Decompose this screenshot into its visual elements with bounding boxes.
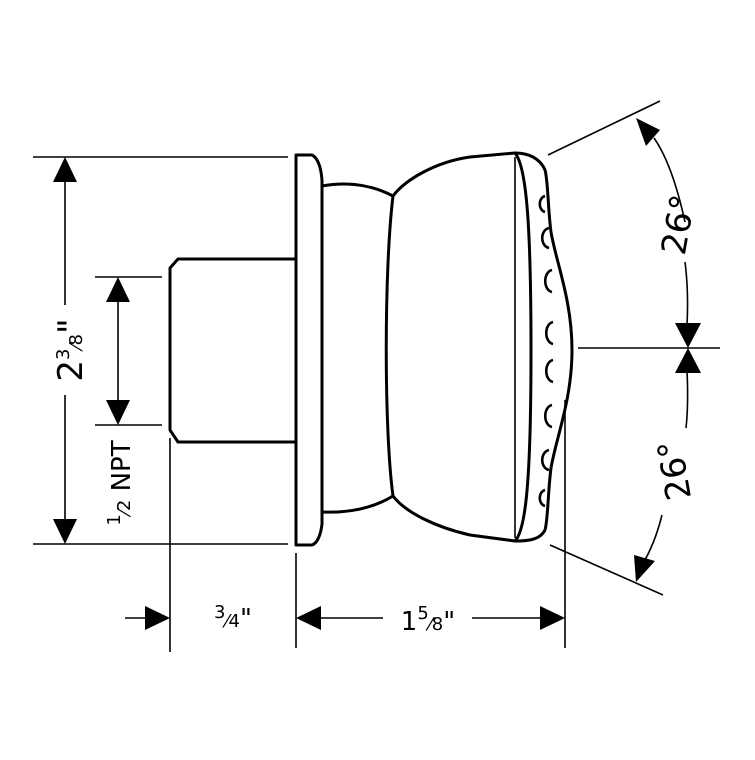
arrow-down-icon bbox=[53, 519, 77, 544]
arrow-down-icon bbox=[634, 555, 655, 582]
arrow-right-icon bbox=[540, 606, 565, 630]
arc-down bbox=[685, 370, 689, 429]
arrow-up-icon bbox=[675, 323, 701, 348]
tilt-limit-up bbox=[547, 100, 661, 156]
spray-head-bell bbox=[391, 151, 533, 543]
dim-overall-height: 23⁄8" bbox=[33, 156, 288, 545]
dim-thread-size: 1⁄2 NPT bbox=[95, 276, 162, 526]
arrow-left-icon bbox=[296, 606, 321, 630]
dim-head-depth: 15⁄8" bbox=[296, 400, 566, 648]
thread-size-label: 1⁄2 NPT bbox=[104, 440, 137, 525]
arrow-up-icon bbox=[53, 157, 77, 182]
overall-height-label: 23⁄8" bbox=[51, 318, 91, 381]
swivel-neck bbox=[320, 182, 395, 514]
arrow-right-icon bbox=[145, 606, 170, 630]
body-spray-outline bbox=[168, 151, 574, 547]
threaded-inlet bbox=[168, 257, 298, 444]
arrow-down-icon bbox=[675, 348, 701, 373]
arc-up bbox=[653, 137, 686, 223]
head-depth-label: 15⁄8" bbox=[401, 603, 455, 637]
arrow-up-icon bbox=[636, 118, 660, 146]
dim-inlet-length: 3⁄4" bbox=[125, 438, 297, 652]
arc-down bbox=[641, 514, 663, 566]
wall-flange bbox=[294, 153, 324, 547]
inlet-length-label: 3⁄4" bbox=[214, 602, 252, 634]
arrow-up-icon bbox=[106, 277, 130, 302]
pivot-up-label: 26° bbox=[654, 192, 704, 258]
dim-pivot-angles: 26° 26° bbox=[547, 100, 720, 596]
arrow-down-icon bbox=[106, 400, 130, 425]
tilt-limit-down bbox=[549, 544, 664, 596]
arc-up bbox=[684, 261, 689, 326]
spray-nozzles bbox=[538, 194, 554, 508]
spray-face bbox=[513, 151, 574, 543]
pivot-down-label: 26° bbox=[650, 437, 700, 503]
